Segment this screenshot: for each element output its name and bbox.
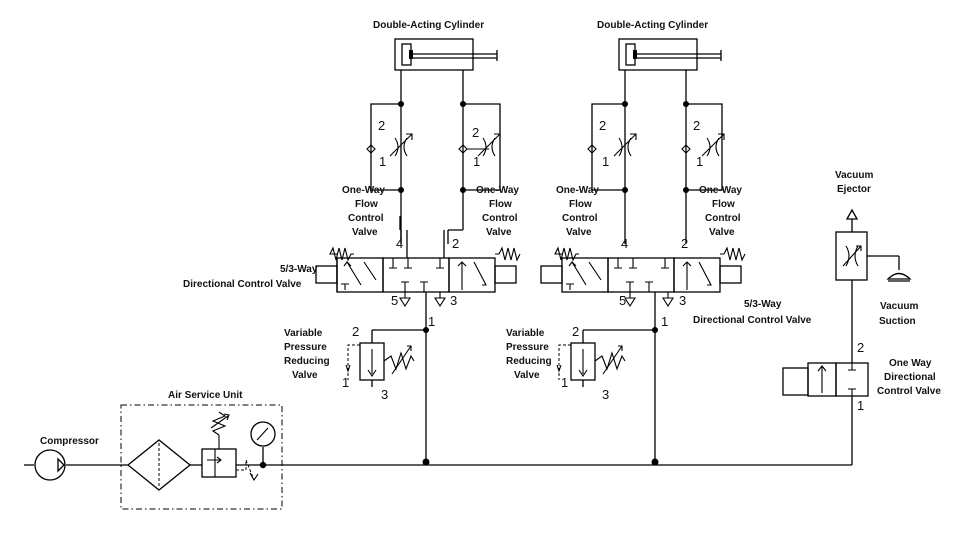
port-2-left-dcv: 2 xyxy=(452,236,459,251)
port-2-rl: 2 xyxy=(599,118,606,133)
vacuum-suction-label: Vacuum Suction xyxy=(879,301,918,327)
svg-text:One-Way: One-Way xyxy=(476,185,519,196)
port-3-prv-left: 3 xyxy=(381,387,388,402)
port-1-left-dcv: 1 xyxy=(428,314,435,329)
one-way-dcv-label: One Way Directional Control Valve xyxy=(877,358,941,397)
port-1-lr: 1 xyxy=(473,154,480,169)
flow-control-lr xyxy=(458,70,501,230)
port-5-right: 5 xyxy=(619,293,626,308)
port-3-right: 3 xyxy=(679,293,686,308)
compressor-symbol xyxy=(34,449,66,481)
svg-text:Reducing: Reducing xyxy=(506,356,552,367)
svg-text:One Way: One Way xyxy=(889,358,932,369)
pressure-reducing-valve-right xyxy=(556,329,655,387)
svg-text:Vacuum: Vacuum xyxy=(835,170,873,181)
prv-right-label: Variable Pressure Reducing Valve xyxy=(506,328,552,381)
port-2-prv-right: 2 xyxy=(572,324,579,339)
svg-text:Vacuum: Vacuum xyxy=(880,301,918,312)
svg-text:One-Way: One-Way xyxy=(342,185,385,196)
svg-text:Control: Control xyxy=(562,213,598,224)
flow-control-rr xyxy=(681,70,725,244)
flow-control-ll-label: One-Way Flow Control Valve xyxy=(342,185,385,238)
cylinder-left-label: Double-Acting Cylinder xyxy=(373,20,484,31)
svg-text:Control: Control xyxy=(482,213,518,224)
air-service-unit xyxy=(120,404,283,510)
svg-text:Control: Control xyxy=(705,213,741,224)
port-4-right: 4 xyxy=(621,236,628,251)
vacuum-ejector-label: Vacuum Ejector xyxy=(835,170,873,195)
svg-text:Variable: Variable xyxy=(506,328,545,339)
flow-control-rl-label: One-Way Flow Control Valve xyxy=(556,185,599,238)
port-2-rr: 2 xyxy=(693,118,700,133)
air-service-unit-label: Air Service Unit xyxy=(168,390,243,401)
svg-text:One-Way: One-Way xyxy=(699,185,742,196)
svg-text:5/3-Way: 5/3-Way xyxy=(744,299,782,310)
svg-text:Suction: Suction xyxy=(879,316,916,327)
port-3-prv-right: 3 xyxy=(602,387,609,402)
svg-text:Valve: Valve xyxy=(566,227,592,238)
cylinder-right xyxy=(618,38,722,107)
svg-text:Valve: Valve xyxy=(292,370,318,381)
flow-control-rr-label: One-Way Flow Control Valve xyxy=(699,185,742,238)
svg-text:Flow: Flow xyxy=(712,199,735,210)
compressor-label: Compressor xyxy=(40,436,99,447)
svg-text:Valve: Valve xyxy=(352,227,378,238)
port-2-prv-left: 2 xyxy=(352,324,359,339)
pressure-reducing-valve-left xyxy=(345,329,426,387)
svg-text:Directional Control Valve: Directional Control Valve xyxy=(183,279,302,290)
flow-control-rl xyxy=(587,70,637,244)
svg-text:Flow: Flow xyxy=(355,199,378,210)
svg-text:Flow: Flow xyxy=(489,199,512,210)
supply-line xyxy=(24,330,853,469)
svg-text:Reducing: Reducing xyxy=(284,356,330,367)
port-3-left: 3 xyxy=(450,293,457,308)
port-1-owdcv: 1 xyxy=(857,398,864,413)
flow-control-ll xyxy=(366,70,413,244)
dcv-left-label: 5/3-Way Directional Control Valve xyxy=(183,264,318,290)
svg-text:Flow: Flow xyxy=(569,199,592,210)
cylinder-right-label: Double-Acting Cylinder xyxy=(597,20,708,31)
svg-text:Pressure: Pressure xyxy=(506,342,549,353)
dcv-5-3-right xyxy=(540,246,746,333)
port-2-owdcv: 2 xyxy=(857,340,864,355)
port-1-prv-right: 1 xyxy=(561,375,568,390)
vacuum-ejector xyxy=(835,208,912,282)
svg-text:Ejector: Ejector xyxy=(837,184,871,195)
port-1-ll: 1 xyxy=(379,154,386,169)
svg-text:Control: Control xyxy=(348,213,384,224)
port-2-lr: 2 xyxy=(472,125,479,140)
svg-text:Directional Control Valve: Directional Control Valve xyxy=(693,315,812,326)
svg-text:Variable: Variable xyxy=(284,328,323,339)
port-1-right-dcv: 1 xyxy=(661,314,668,329)
cylinder-left xyxy=(394,38,498,107)
svg-text:Valve: Valve xyxy=(486,227,512,238)
port-1-rr: 1 xyxy=(696,154,703,169)
dcv-right-label: 5/3-Way Directional Control Valve xyxy=(693,299,812,326)
svg-text:5/3-Way: 5/3-Way xyxy=(280,264,318,275)
prv-left-label: Variable Pressure Reducing Valve xyxy=(284,328,330,381)
svg-text:Directional: Directional xyxy=(884,372,936,383)
port-4-left: 4 xyxy=(396,236,403,251)
port-1-rl: 1 xyxy=(602,154,609,169)
port-2-right-dcv: 2 xyxy=(681,236,688,251)
port-1-prv-left: 1 xyxy=(342,375,349,390)
port-5-left: 5 xyxy=(391,293,398,308)
one-way-dcv xyxy=(782,280,869,397)
svg-text:One-Way: One-Way xyxy=(556,185,599,196)
svg-text:Control Valve: Control Valve xyxy=(877,386,941,397)
svg-text:Valve: Valve xyxy=(514,370,540,381)
svg-text:Pressure: Pressure xyxy=(284,342,327,353)
svg-text:Valve: Valve xyxy=(709,227,735,238)
port-2-ll: 2 xyxy=(378,118,385,133)
flow-control-lr-label: One-Way Flow Control Valve xyxy=(476,185,519,238)
